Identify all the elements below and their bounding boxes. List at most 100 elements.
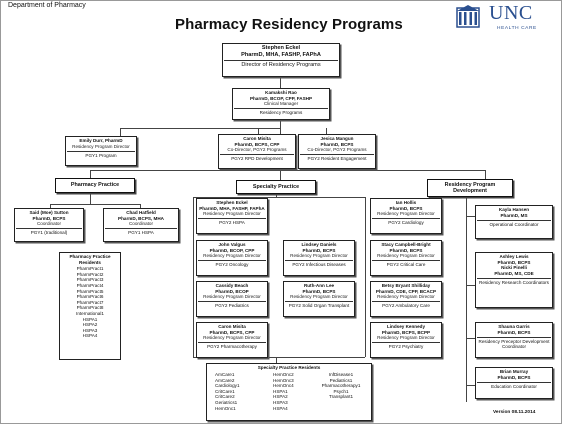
spec-right-1-name: Stacy Campbell-Bright [381,242,431,247]
hatfield-role: PGY1 HSPA [105,228,177,236]
spec-right-0-name: Ian Hollis [395,200,417,205]
mangun-role: PGY2 Resident Engagement [300,154,374,162]
dev-coordinator-1-name: Ashley Lewis [499,254,529,259]
practice-resident-item: HSPA2 [82,322,98,328]
spec-right-3-name: Lindsey Kennedy [386,324,426,329]
spec-right-2-title: Residency Program Director [377,294,435,300]
practice-resident-item: HSPA1 [82,316,98,322]
hatfield-title: Coordinator [128,221,153,227]
specialty-resident-item: HemOnc3 [273,377,294,383]
misita-name: Caron Misita [243,136,271,141]
director-name: Stephen Eckel [261,45,301,51]
specialty-resident-item: AmCare2 [215,377,235,383]
practice-resident-item: PharmPract6 [76,294,104,300]
specialty-resident-item: HemOnc4 [273,383,294,389]
spec-right-3-title: Residency Program Director [377,335,435,341]
spec-left-1-title: Residency Program Director [203,253,261,259]
practice-resident-item: HSPA4 [82,333,98,339]
spec-mid-0-title: Residency Program Director [290,253,348,259]
dev-coordinator-1-credentials: PharmD, BCPS [497,259,531,265]
sutton-credentials: PharmD, BCPS [32,215,66,221]
director-role: Director of Residency Programs [224,60,338,69]
spec-right-0-credentials: PharmD, BCPS [389,205,423,211]
specialty-resident-item: HSPA1 [273,388,288,394]
spec-right-3-credentials: PharmD, BCPS, BCPP [381,329,431,335]
spec-left-0-credentials: PharmD, MHA, FASHP, FAPhA [199,205,265,211]
misita-credentials: PharmD, BCPS, CPP [234,141,280,147]
director-credentials: PharmD, MHA, FASHP, FAPhA [241,51,321,58]
spec-mid-0-role: PGY2 Infectious Diseases [285,260,353,268]
practice-resident-item: International1 [76,310,104,316]
dev-coordinator-3-name: Brian Murray [499,369,529,374]
specialty-resident-item: Pediatrics1 [329,377,353,383]
clinical-manager-box: Kamakshi Rao PharmD, BCOP, CPP, FASHP Cl… [232,88,330,120]
practice-resident-item: PharmPract4 [76,282,104,288]
specialty-resident-item: Geriatrics1 [215,399,238,405]
pgy1-director-name: Emily Durr, PharmD [79,138,123,143]
spec-left-2-title: Residency Program Director [203,294,261,300]
building-columns-icon [456,5,480,28]
pgy1-director-title: Residency Program Director [72,143,130,149]
health-care-logo-text: HEALTH CARE [497,26,537,31]
spec-right-2-credentials: PharmD, CDE, CPP, BCACP [375,288,437,294]
director-box: Stephen Eckel PharmD, MHA, FASHP, FAPhA … [222,43,340,77]
mangun-name: Jesica Mangun [320,136,354,141]
specialty-practice-header: Specialty Practice [236,180,316,194]
practice-resident-item: PharmPract5 [76,288,104,294]
specialty-resident-item: Cardiology1 [215,383,240,389]
dev-coordinator-2-credentials: PharmD, BCPS [497,329,531,335]
hatfield-name: Chad Hatfield [126,210,156,215]
practice-resident-item: PharmPract1 [76,266,104,272]
hatfield-credentials: PharmD, BCPS, MHA [118,215,164,221]
sutton-box: Said (Moe) Sutton PharmD, BCPS Coordinat… [14,208,84,242]
dev-coordinator-1-credentials-2: PharmD, MS, CDE [494,270,534,276]
specialty-resident-item: HemOnc2 [273,372,294,377]
manager-title: Clinical Manager [263,101,299,107]
pgy2-codirector-mangun-box: Jesica Mangun PharmD, BCPS Co-Director, … [298,134,376,169]
manager-role: Residency Programs [234,108,328,116]
dev-coordinator-0-name: Kayla Hansen [498,207,530,212]
program-development-header: Residency Program Development [427,179,513,197]
spec-mid-0-credentials: PharmD, BCPS [302,247,336,253]
dev-coordinator-3-credentials: PharmD, BCPS [497,374,531,380]
spec-left-0-role: PGY2 HSPA [198,218,266,226]
specialty-resident-item: HemOnc1 [215,405,236,411]
spec-mid-1-role: PGY2 Solid Organ Transplant [285,301,353,309]
specialty-resident-item: Pharmacotherapy1 [321,383,361,389]
dev-coordinator-2-role: Residency Preceptor Development Coordina… [477,336,551,350]
specialty-resident-item: AmCare1 [215,372,235,377]
spec-mid-0-name: Lindsey Daniels [301,242,337,247]
spec-right-1-role: PGY2 Critical Care [372,260,440,268]
pharmacy-practice-header: Pharmacy Practice [55,178,135,193]
dev-coordinator-3-role: Education Coordinator [477,381,551,390]
spec-left-3-role: PGY2 Pharmacotherapy [198,342,266,350]
practice-resident-item: HSPA3 [82,327,98,333]
spec-mid-1-title: Residency Program Director [290,294,348,300]
spec-right-0-title: Residency Program Director [377,211,435,217]
spec-left-1-credentials: PharmD, BCOP, CPP [209,247,255,253]
practice-resident-item: PharmPract7 [76,299,104,305]
dev-coordinator-0-credentials: PharmD, MS [500,212,528,218]
specialty-resident-item: Transplant1 [328,394,354,400]
sutton-title: Coordinator [36,221,61,227]
spec-left-0-title: Residency Program Director [203,211,261,217]
specialty-resident-item: CritCare2 [215,394,235,400]
spec-left-1-name: John Valgus [218,242,246,247]
